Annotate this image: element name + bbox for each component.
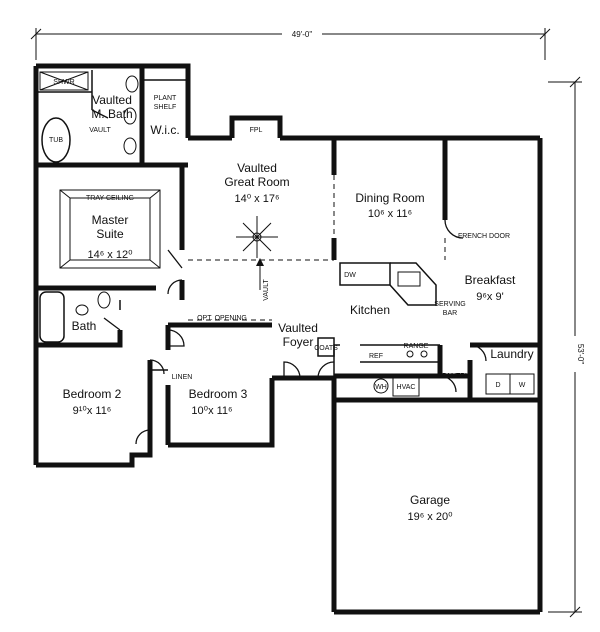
sink-icon [123,137,137,155]
overall-depth-label: 53'-0" [576,344,585,365]
dishwasher-label: DW [344,272,356,279]
laundry-label: Laundry [490,347,533,361]
kitchen-label: Kitchen [350,303,390,317]
sink-icon [75,304,89,316]
interior-walls [36,66,540,445]
tub-icon [41,117,71,163]
french-door-label: FRENCH DOOR [458,233,510,240]
tray-ceiling-label: TRAY CEILING [86,195,134,202]
ceiling-fan-icon [236,216,278,258]
vault-arrow-label: VAULT [263,279,270,301]
dryer-label: D [495,382,500,389]
shower-label: SHWR [53,79,74,86]
garage-label: Garage [410,493,450,507]
range-icon [406,350,414,358]
coats-label: COATS [314,345,338,352]
foyer-label-2: Foyer [283,335,314,349]
bath-label: Bath [72,319,97,333]
opt-opening-label: OPT. OPENING [197,315,247,322]
toilet-icon [97,291,111,309]
fixtures [39,71,535,397]
tray-ceiling [59,189,161,269]
overall-width-label: 49'-0" [292,30,313,39]
serving-bar-label-1: SERVING [434,301,465,308]
doors [91,109,487,445]
master-bath-label-2: M. Bath [91,107,132,121]
linen-label: LINEN [172,374,193,381]
small-annotations: TUB SHWR VAULT PLANT SHELF FPL TRAY CEIL… [49,79,526,391]
overall-width-dimension: 49'-0" [30,28,551,60]
vault-label: VAULT [89,127,111,134]
dining-room-dim: 10⁶ x 11⁶ [368,208,412,220]
exterior-walls [33,63,543,615]
plant-shelf-label-1: PLANT [154,95,177,102]
serving-bar-label-2: BAR [443,310,457,317]
breakfast-dim: 9⁶x 9' [476,291,503,303]
fireplace-label: FPL [250,127,263,134]
overall-depth-dimension: 53'-0" [548,76,585,618]
great-room-label-2: Great Room [224,175,289,189]
toilet-icon [125,75,139,93]
hvac-icon [392,377,420,397]
room-labels: Vaulted M. Bath W.i.c. Vaulted Great Roo… [63,93,534,523]
hvac-label: HVAC [397,384,416,391]
tub-label: TUB [49,137,63,144]
bedroom-2-dim: 9¹⁰x 11⁶ [73,405,112,417]
dining-room-label: Dining Room [355,191,424,205]
master-bath-label-1: Vaulted [92,93,132,107]
great-room-dim: 14⁰ x 17⁶ [234,193,279,205]
kitchen-sink-icon [397,271,421,287]
bedroom-3-label: Bedroom 3 [189,387,248,401]
washer-label: W [519,382,526,389]
bedroom-2-label: Bedroom 2 [63,387,122,401]
refrigerator-label: REF [369,353,383,360]
master-suite-label-1: Master [92,213,129,227]
sink-icon [123,107,137,125]
garage-dim: 19⁶ x 20⁰ [407,511,453,523]
breakfast-label: Breakfast [465,273,516,287]
water-heater-icon [373,378,389,394]
range-label: RANGE [404,343,429,350]
tub-icon [39,291,65,343]
great-room-label-1: Vaulted [237,161,277,175]
master-suite-dim: 14⁶ x 12⁰ [87,249,133,261]
foyer-label-1: Vaulted [278,321,318,335]
pantry-label: PANTRY [442,373,470,380]
plant-shelf-label-2: SHELF [154,104,177,111]
bedroom-3-dim: 10⁰x 11⁶ [191,405,232,417]
master-suite-label-2: Suite [96,227,124,241]
water-heater-label: WH [375,384,387,391]
wic-label: W.i.c. [150,123,179,137]
